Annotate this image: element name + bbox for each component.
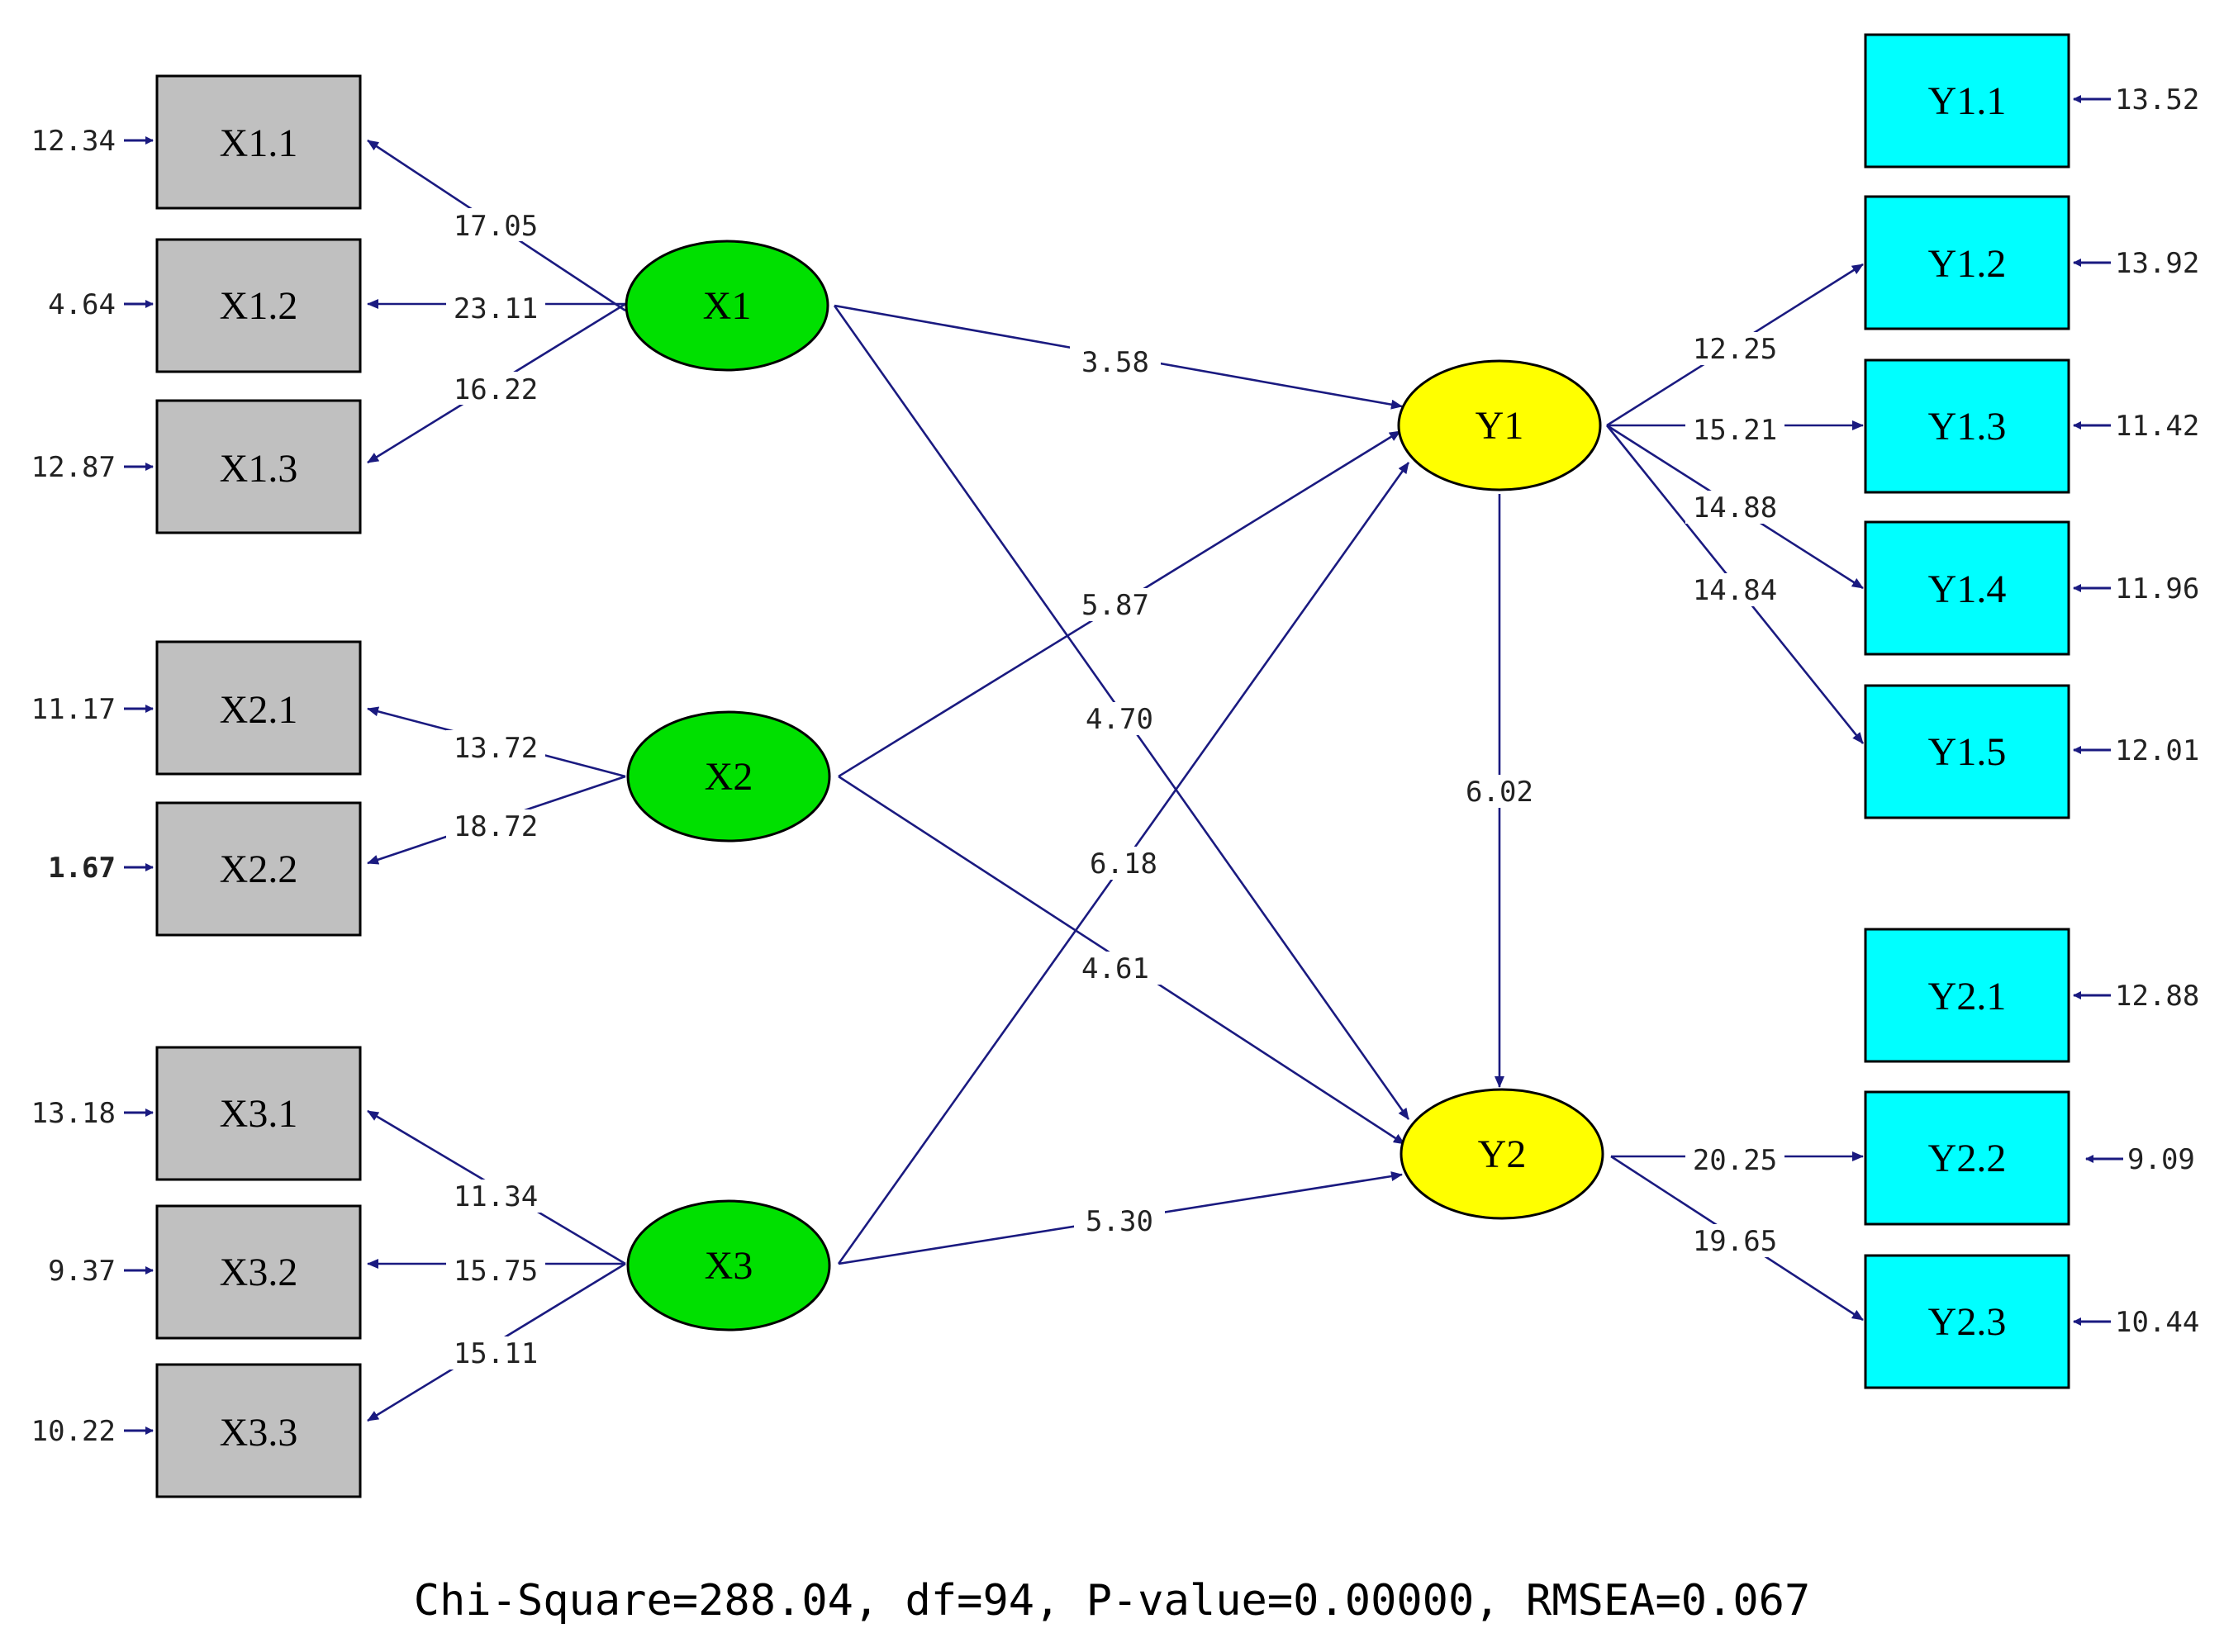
y1.4-box [1864,520,2070,656]
error-y1.1: 13.52 [2115,83,2199,116]
x-loading-edges [367,139,626,1422]
y-error-arrows [2073,95,2123,1326]
y2-ellipse [1400,1088,1604,1220]
y2.1-box [1864,928,2070,1063]
structural-edges [833,304,1504,1265]
y1.3-box [1864,358,2070,494]
loading-y1.3: 15.21 [1693,414,1777,447]
error-x1.3: 12.87 [31,451,116,484]
x3.3-box [155,1363,362,1498]
path-x3-y1: 6.18 [1090,847,1157,881]
loading-y1.5: 14.84 [1693,574,1777,607]
error-x3.2: 9.37 [48,1255,116,1288]
y-error-values: 13.52 13.92 11.42 11.96 12.01 12.88 9.09… [2115,83,2199,1339]
x2.1-box [155,640,362,776]
y2.2-label: Y2.2 [1928,1137,2007,1180]
y1.2-box [1864,195,2070,330]
x3.2-label: X3.2 [220,1251,298,1294]
error-x2.1: 11.17 [31,693,116,726]
loading-x3.1: 11.34 [454,1180,538,1213]
loading-x3.3: 15.11 [454,1337,538,1370]
loading-x2.2: 18.72 [454,810,538,843]
y2-label: Y2 [1478,1132,1527,1176]
x3.1-label: X3.1 [220,1092,298,1136]
fit-statistics: Chi-Square=288.04, df=94, P-value=0.0000… [414,1576,1811,1626]
x1-ellipse [625,240,829,372]
coefficient-labels: 17.05 23.11 16.22 13.72 18.72 11.34 15.7… [446,208,1784,1370]
path-x2-y1: 5.87 [1081,589,1149,622]
x2-ellipse [626,710,831,843]
x3.2-box [155,1204,362,1340]
latent-variables: X1 X2 X3 Y1 Y2 [625,240,1604,1332]
x1.1-box [155,74,362,210]
y1.3-label: Y1.3 [1928,405,2007,449]
y1.4-label: Y1.4 [1928,567,2007,611]
x1.1-label: X1.1 [220,121,298,165]
error-y1.4: 11.96 [2115,572,2199,605]
x1.3-label: X1.3 [220,447,298,491]
loading-x2.1: 13.72 [454,732,538,765]
y1-ellipse [1397,359,1602,491]
x-error-arrows [124,136,154,1435]
y2.3-box [1864,1254,2070,1389]
path-x1-y1: 3.58 [1081,346,1149,379]
error-y1.3: 11.42 [2115,410,2199,443]
y1.1-box [1864,33,2070,169]
y-indicator-boxes: Y1.1 Y1.2 Y1.3 Y1.4 Y1.5 Y2.1 Y2.2 Y2.3 [1864,33,2070,1389]
y2.3-label: Y2.3 [1928,1300,2007,1344]
path-x3-y2: 5.30 [1086,1205,1153,1238]
x2-label: X2 [705,755,753,799]
loading-y1.2: 12.25 [1693,333,1777,366]
error-x1.1: 12.34 [31,125,116,158]
y2.1-label: Y2.1 [1928,975,2007,1018]
error-x2.2: 1.67 [48,852,116,885]
error-y2.2: 9.09 [2127,1143,2195,1176]
loading-y1.4: 14.88 [1693,491,1777,525]
x1.2-box [155,238,362,373]
y1.5-box [1864,684,2070,819]
error-y2.1: 12.88 [2115,980,2199,1013]
loading-y2.2: 20.25 [1693,1144,1777,1177]
x2.2-label: X2.2 [220,847,298,891]
y2.2-box [1864,1090,2070,1226]
loading-x1.2: 23.11 [454,292,538,325]
path-x2-y2: 4.61 [1081,952,1149,985]
y1.5-label: Y1.5 [1928,730,2007,774]
path-y1-y2: 6.02 [1466,776,1533,809]
error-x3.3: 10.22 [31,1415,116,1448]
error-y1.5: 12.01 [2115,734,2199,767]
x3.1-box [155,1046,362,1181]
x2.1-label: X2.1 [220,688,298,732]
x-error-values: 12.34 4.64 12.87 11.17 1.67 13.18 9.37 1… [31,125,116,1448]
y1-label: Y1 [1476,404,1524,448]
error-x1.2: 4.64 [48,288,116,321]
loading-y2.3: 19.65 [1693,1225,1777,1258]
error-y2.3: 10.44 [2115,1306,2199,1339]
y1.1-label: Y1.1 [1928,79,2007,123]
loading-x1.1: 17.05 [454,210,538,243]
y1.2-label: Y1.2 [1928,242,2007,286]
path-x1-y2: 4.70 [1086,703,1153,736]
error-x3.1: 13.18 [31,1097,116,1130]
x1.2-label: X1.2 [220,284,298,328]
x1-label: X1 [703,284,752,328]
x2.2-box [155,801,362,937]
loading-x1.3: 16.22 [454,373,538,406]
x3.3-label: X3.3 [220,1411,298,1455]
x-indicator-boxes: X1.1 X1.2 X1.3 X2.1 X2.2 X3.1 X3.2 X3.3 [155,74,362,1498]
x3-ellipse [626,1199,831,1332]
loading-x3.2: 15.75 [454,1255,538,1288]
x3-label: X3 [705,1244,753,1288]
x1.3-box [155,399,362,534]
error-y1.2: 13.92 [2115,247,2199,280]
